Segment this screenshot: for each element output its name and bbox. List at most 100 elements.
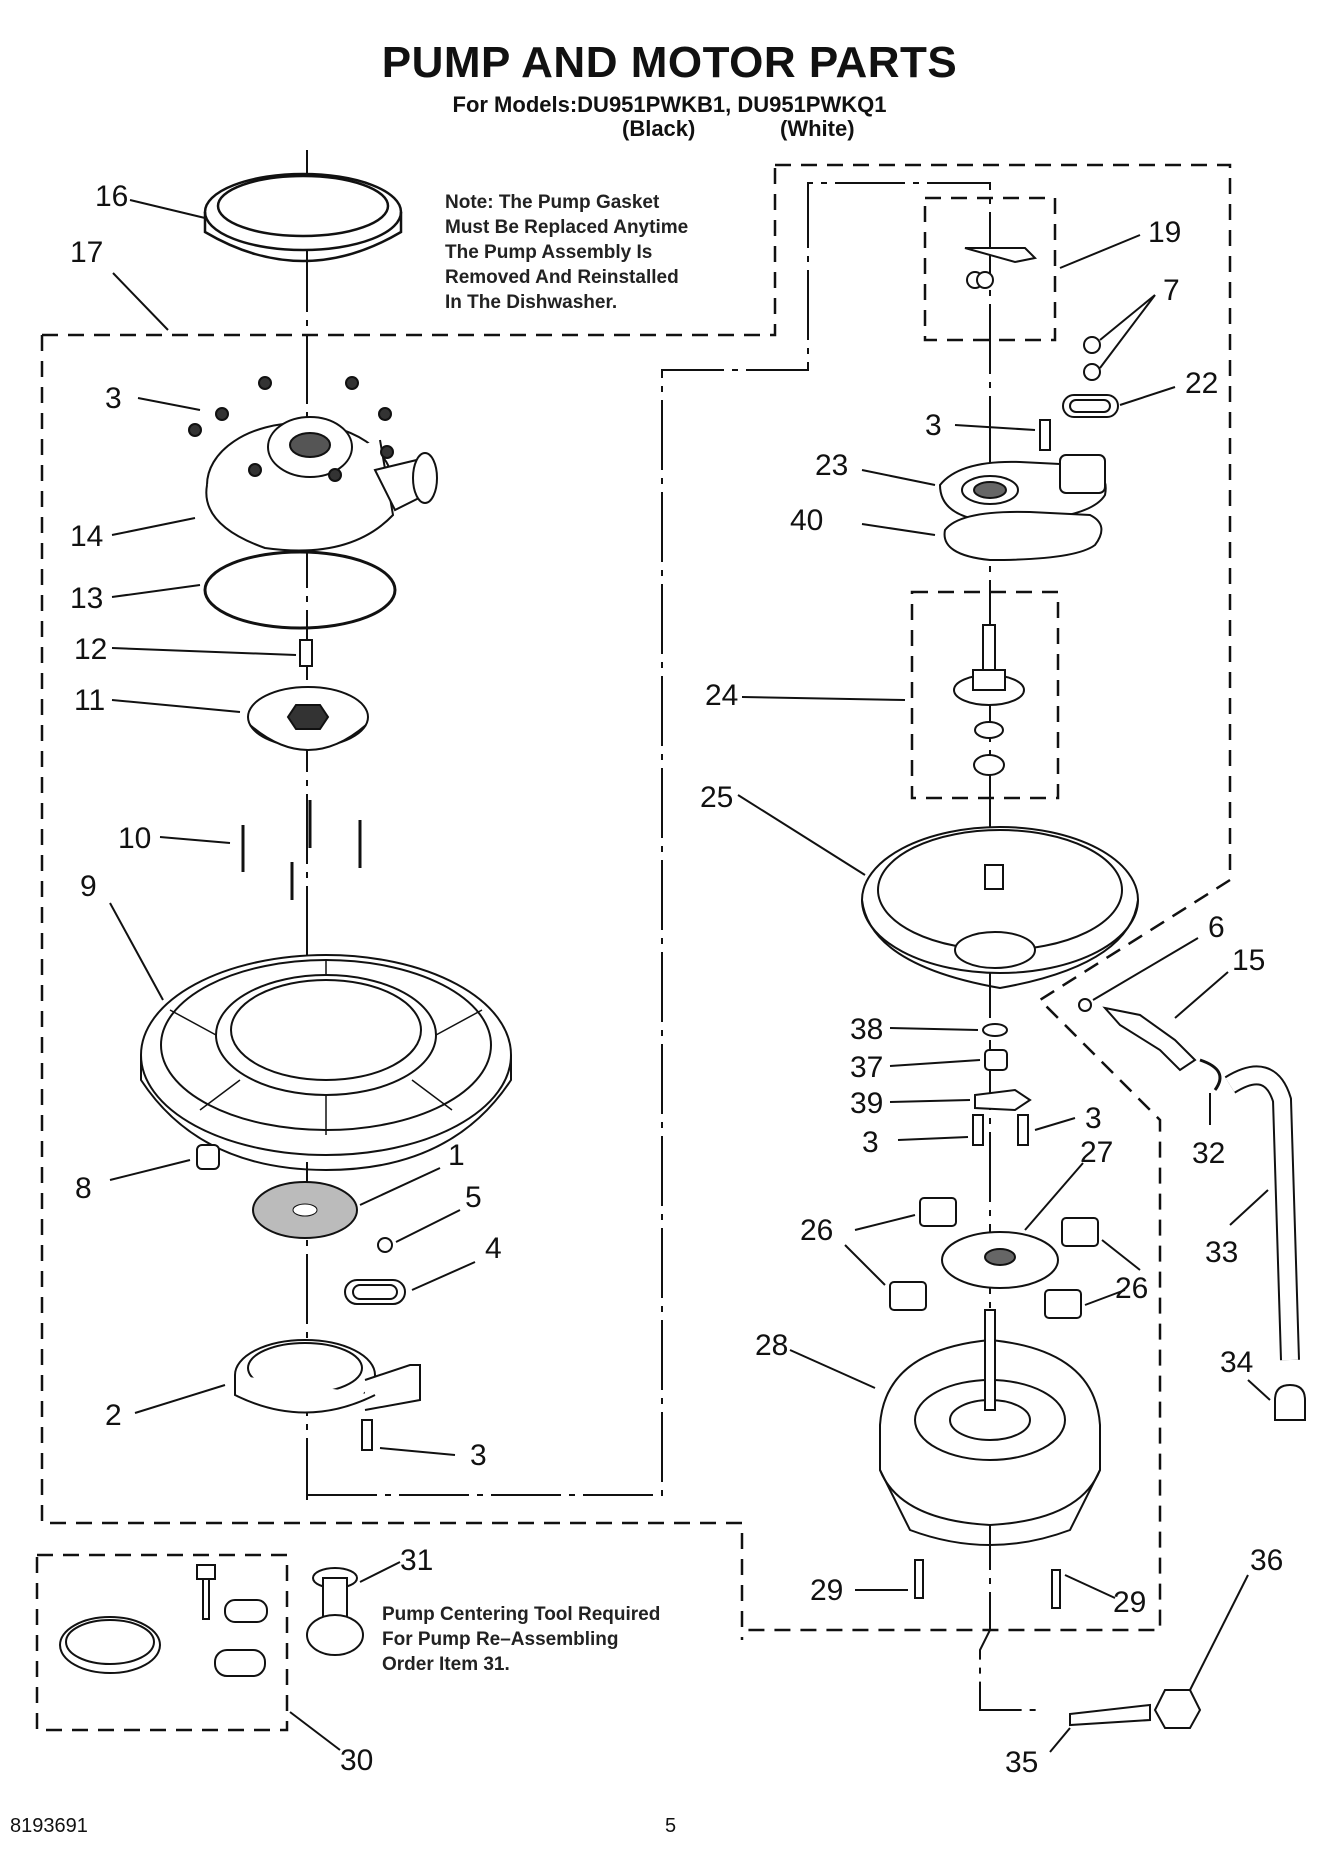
motor-assembly-boundary (742, 163, 1232, 1632)
gasket-note-line: Must Be Replaced Anytime (445, 217, 689, 238)
callout-35: 35 (1005, 1746, 1038, 1779)
motor-part (879, 1309, 1101, 1546)
pump-screws-part (241, 800, 362, 900)
callout-27: 27 (1080, 1136, 1113, 1169)
callout-2: 2 (105, 1399, 122, 1432)
callout-16: 16 (95, 180, 128, 213)
bracket-part (974, 1088, 1032, 1112)
callout-5: 5 (465, 1181, 482, 1214)
gasket-note-line: Note: The Pump Gasket (445, 192, 660, 213)
callout-30: 30 (340, 1744, 373, 1777)
leader-lines (109, 199, 1271, 1753)
callout-28: 28 (755, 1329, 788, 1362)
callout-13: 13 (70, 582, 103, 615)
motor-clip-part (889, 1197, 1099, 1319)
callout-25: 25 (700, 781, 733, 814)
gasket-note-line: Removed And Reinstalled (445, 267, 679, 288)
callout-10: 10 (118, 822, 151, 855)
callout-36: 36 (1250, 1544, 1283, 1577)
ball-part (377, 1237, 393, 1253)
callout-14: 14 (70, 520, 103, 553)
callout-1: 1 (448, 1139, 465, 1172)
callout-6: 6 (1208, 911, 1225, 944)
callout-3: 3 (1085, 1102, 1102, 1135)
callout-15: 15 (1232, 944, 1265, 977)
item-30-box (35, 1553, 289, 1732)
bracket-screw-part (1017, 1114, 1029, 1146)
document-number: 8193691 (10, 1815, 88, 1837)
check-ball-part (1083, 363, 1101, 381)
pump-assembly-boundary (40, 160, 777, 1640)
color-label-black: (Black) (622, 116, 696, 141)
callout-33: 33 (1205, 1236, 1238, 1269)
callout-40: 40 (790, 504, 823, 537)
isolator-plate-part (941, 1231, 1059, 1289)
callout-19: 19 (1148, 216, 1181, 249)
hose-cap-part (1274, 1383, 1306, 1421)
ring-screw-part (361, 1419, 373, 1451)
callout-39: 39 (850, 1087, 883, 1120)
callout-37: 37 (850, 1051, 883, 1084)
callout-23: 23 (815, 449, 848, 482)
callout-34: 34 (1220, 1346, 1253, 1379)
tool-note-line: Order Item 31. (382, 1654, 510, 1675)
callout-26: 26 (1115, 1272, 1148, 1305)
callout-3: 3 (862, 1126, 879, 1159)
callout-3: 3 (925, 409, 942, 442)
callout-3: 3 (470, 1439, 487, 1472)
flapper-spring-part (964, 247, 1038, 289)
drain-connector-part (1102, 1006, 1197, 1072)
valve-seal-part (1062, 394, 1119, 418)
callout-17: 17 (70, 236, 103, 269)
callout-22: 22 (1185, 367, 1218, 400)
page-number: 5 (665, 1815, 677, 1837)
callout-4: 4 (485, 1232, 502, 1265)
sump-housing-part (140, 954, 512, 1172)
color-label-white: (White) (780, 116, 855, 141)
pump-gasket-part (203, 172, 403, 263)
tool-note-line: For Pump Re–Assembling (382, 1629, 619, 1650)
tool-note: Pump Centering Tool Required For Pump Re… (382, 1602, 660, 1677)
seal-part (344, 1279, 406, 1305)
o-ring-small-part (1078, 998, 1092, 1012)
callout-38: 38 (850, 1013, 883, 1046)
bushing-part (196, 1144, 220, 1170)
bearing-part (984, 1049, 1008, 1071)
tool-note-line: Pump Centering Tool Required (382, 1604, 661, 1625)
callout-26: 26 (800, 1214, 833, 1247)
callout-labels: 16 17 3 14 13 12 11 10 9 8 1 5 4 2 3 19 … (70, 180, 1283, 1779)
models-line: For Models:DU951PWKB1, DU951PWKQ1 (452, 92, 887, 117)
sump-cover-part (938, 454, 1107, 524)
impeller-shaft-part (953, 624, 1025, 776)
motor-screw-part (914, 1559, 924, 1599)
motor-sump-part (861, 826, 1139, 990)
center-lines (306, 150, 1040, 1711)
item-24-box (910, 590, 1060, 800)
callout-24: 24 (705, 679, 738, 712)
callout-3: 3 (105, 382, 122, 415)
washer-part (982, 1023, 1008, 1037)
page-title: PUMP AND MOTOR PARTS (381, 38, 958, 87)
callout-32: 32 (1192, 1137, 1225, 1170)
check-ball-part (1083, 336, 1101, 354)
callout-12: 12 (74, 633, 107, 666)
pump-housing-part (188, 376, 438, 552)
gasket-note-line: The Pump Assembly Is (445, 242, 653, 263)
gasket-note-line: In The Dishwasher. (445, 292, 618, 313)
hose-clamp-part (1199, 1058, 1222, 1091)
impeller-part (247, 686, 369, 751)
cover-screw-part (1039, 419, 1051, 451)
callout-29: 29 (1113, 1586, 1146, 1619)
wire-harness-part (1069, 1703, 1151, 1727)
o-ring-part (203, 550, 397, 630)
callout-8: 8 (75, 1172, 92, 1205)
callout-7: 7 (1163, 274, 1180, 307)
motor-screw-part (1051, 1569, 1061, 1609)
centering-tool-part (306, 1567, 364, 1656)
mount-ring-part (234, 1339, 421, 1414)
callout-31: 31 (400, 1544, 433, 1577)
bracket-screw-part (972, 1114, 984, 1146)
impeller-screw-part (299, 639, 313, 667)
gasket-note: Note: The Pump Gasket Must Be Replaced A… (445, 190, 688, 315)
